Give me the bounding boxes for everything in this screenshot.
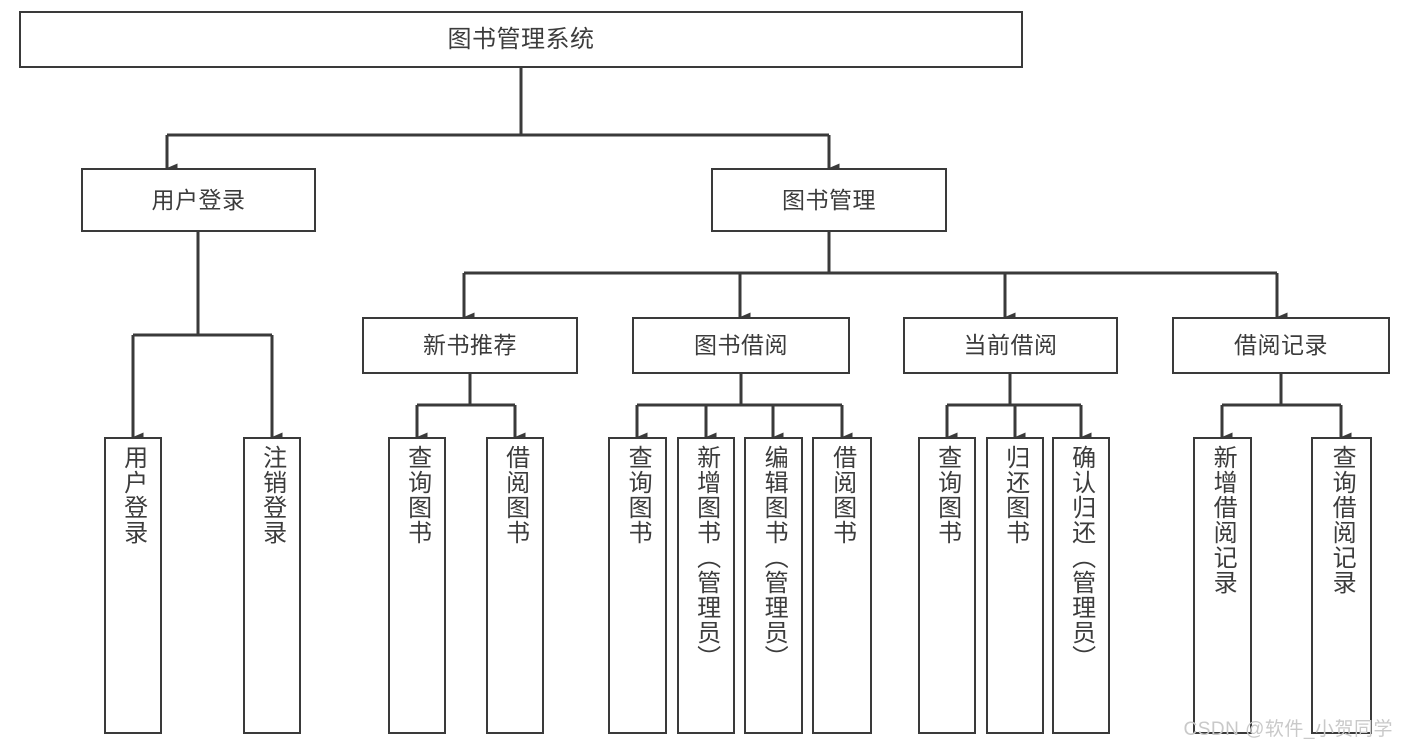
node-root[interactable]: 图书管理系统 [19,11,1023,68]
node-leaf-b2[interactable]: 借阅图书 [486,437,544,734]
node-label: 借阅图书 [828,445,856,545]
node-leaf-b1[interactable]: 查询图书 [388,437,446,734]
watermark-text: CSDN @软件_小贺同学 [1183,719,1393,740]
node-leaf-c3[interactable]: 编辑图书（管理员） [744,437,803,734]
node-leaf-c1[interactable]: 查询图书 [608,437,667,734]
node-label: 归还图书 [1001,445,1029,545]
node-leaf-e2[interactable]: 查询借阅记录 [1311,437,1372,734]
node-l3a[interactable]: 新书推荐 [362,317,578,374]
node-leaf-e1[interactable]: 新增借阅记录 [1193,437,1252,734]
node-leaf-d3[interactable]: 确认归还（管理员） [1052,437,1110,734]
node-label: 查询图书 [624,445,652,545]
node-leaf-d2[interactable]: 归还图书 [986,437,1044,734]
node-leaf-c4[interactable]: 借阅图书 [812,437,872,734]
node-label: 新书推荐 [423,332,517,359]
node-leaf-a1[interactable]: 用户登录 [104,437,162,734]
node-leaf-c2[interactable]: 新增图书（管理员） [677,437,735,734]
node-label: 借阅记录 [1234,332,1328,359]
node-label: 图书管理系统 [447,25,595,53]
node-label: 确认归还（管理员） [1067,445,1095,670]
node-l2a[interactable]: 用户登录 [81,168,316,232]
node-l3d[interactable]: 借阅记录 [1172,317,1390,374]
node-label: 查询图书 [403,445,431,545]
node-l3b[interactable]: 图书借阅 [632,317,850,374]
node-label: 新增图书（管理员） [692,445,720,670]
node-l2b[interactable]: 图书管理 [711,168,947,232]
node-label: 查询借阅记录 [1328,445,1356,595]
node-label: 用户登录 [151,186,246,213]
node-label: 当前借阅 [963,332,1058,359]
node-leaf-a2[interactable]: 注销登录 [243,437,301,734]
node-l3c[interactable]: 当前借阅 [903,317,1118,374]
node-label: 借阅图书 [501,445,529,545]
node-label: 编辑图书（管理员） [760,445,788,670]
node-label: 注销登录 [258,445,286,545]
node-label: 查询图书 [933,445,961,545]
node-label: 用户登录 [119,445,147,545]
node-leaf-d1[interactable]: 查询图书 [918,437,976,734]
node-label: 图书管理 [782,186,876,213]
node-label: 图书借阅 [694,332,788,359]
node-label: 新增借阅记录 [1209,445,1237,595]
